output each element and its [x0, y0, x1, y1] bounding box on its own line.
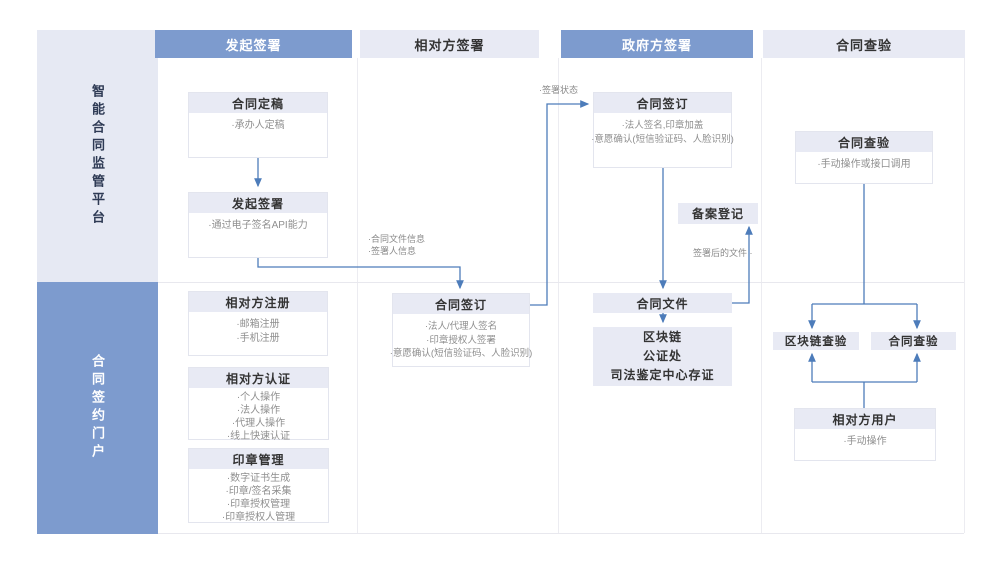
node-title: 合同定稿 [189, 93, 327, 113]
node-filing-registration: 备案登记 [678, 203, 758, 224]
edge-label-signed-file: 签署后的文件 · [693, 248, 753, 258]
node-title: 相对方认证 [189, 368, 328, 388]
column-header-contract-verify: 合同查验 [763, 30, 965, 58]
node-blockchain-verify: 区块链查验 [773, 332, 859, 350]
node-title: 印章管理 [189, 449, 328, 469]
node-contract-verify-main: 合同查验 ·手动操作或接口调用 [795, 131, 933, 184]
node-bullet: ·印章授权管理 [226, 499, 291, 510]
row-divider [158, 282, 964, 283]
chip-line: 区块链 [642, 330, 682, 344]
lane-label: 合同签约门户 [90, 354, 105, 462]
node-bullet: ·印章/签名采集 [225, 486, 292, 497]
chip-line: 司法鉴定中心存证 [610, 368, 715, 382]
node-bullet: ·邮箱注册 [236, 319, 280, 330]
node-bullet: ·手动操作或接口调用 [817, 159, 911, 170]
node-bullet: ·法人签名,印章加盖 [621, 120, 704, 131]
node-title: 合同签订 [393, 294, 529, 314]
column-header-initiate-sign: 发起签署 [155, 30, 352, 58]
node-bullet: ·通过电子签名API能力 [208, 220, 308, 231]
node-blockchain-notary-storage: 区块链 公证处 司法鉴定中心存证 [593, 327, 732, 386]
node-contract-verify-small: 合同查验 [871, 332, 956, 350]
node-bullet: ·意愿确认(短信验证码、人脸识别) [389, 348, 533, 359]
node-bullet: ·线上快速认证 [226, 431, 291, 442]
edge-label-line: ·签署人信息 [368, 246, 416, 256]
node-bullet: ·承办人定稿 [231, 120, 285, 131]
node-contract-draft: 合同定稿 ·承办人定稿 [188, 92, 328, 158]
node-seal-management: 印章管理 ·数字证书生成 ·印章/签名采集 ·印章授权管理 ·印章授权人管理 [188, 448, 329, 523]
column-header-counterparty-sign: 相对方签署 [360, 30, 539, 58]
diagram-bottom-border [158, 533, 964, 534]
chip-line: 公证处 [642, 349, 682, 363]
node-counterparty-user: 相对方用户 ·手动操作 [794, 408, 936, 461]
node-bullet: ·印章授权人签署 [426, 334, 496, 346]
node-bullet: ·手动操作 [843, 436, 887, 447]
edge-label-contract-file-info: ·合同文件信息 ·签署人信息 [368, 233, 425, 257]
node-initiate-sign: 发起签署 ·通过电子签名API能力 [188, 192, 328, 258]
node-bullet: ·法人操作 [236, 405, 281, 416]
edge-label-sign-status: ·签署状态 [539, 85, 578, 95]
node-bullet: ·手机注册 [236, 332, 280, 344]
lane-label: 智能合同监管平台 [90, 84, 105, 228]
node-title: 合同查验 [796, 132, 932, 152]
node-contract-file: 合同文件 [593, 293, 732, 313]
node-title: 发起签署 [189, 193, 327, 213]
node-bullet: ·印章授权人管理 [221, 512, 296, 523]
node-counterparty-register: 相对方注册 ·邮箱注册 ·手机注册 [188, 291, 328, 356]
edge-label-line: ·合同文件信息 [368, 234, 425, 244]
node-bullet: ·数字证书生成 [226, 473, 291, 484]
column-divider [357, 58, 358, 533]
lane-smart-contract-platform: 智能合同监管平台 [37, 30, 158, 282]
column-divider [761, 58, 762, 533]
column-divider [558, 58, 559, 533]
node-title: 合同签订 [594, 93, 731, 113]
node-bullet: ·法人/代理人签名 [424, 321, 498, 332]
node-title: 相对方注册 [189, 292, 327, 312]
node-government-contract-sign: 合同签订 ·法人签名,印章加盖 ·意愿确认(短信验证码、人脸识别) [591, 92, 734, 168]
node-title: 相对方用户 [795, 409, 935, 429]
node-bullet: ·意愿确认(短信验证码、人脸识别) [591, 133, 734, 145]
node-bullet: ·个人操作 [236, 392, 281, 403]
lane-contract-signing-portal: 合同签约门户 [37, 282, 158, 534]
node-counterparty-contract-sign: 合同签订 ·法人/代理人签名 ·印章授权人签署 ·意愿确认(短信验证码、人脸识别… [389, 293, 533, 367]
column-header-government-sign: 政府方签署 [561, 30, 753, 58]
node-bullet: ·代理人操作 [231, 418, 286, 429]
diagram-right-border [964, 58, 965, 533]
node-counterparty-auth: 相对方认证 ·个人操作 ·法人操作 ·代理人操作 ·线上快速认证 [188, 367, 329, 442]
